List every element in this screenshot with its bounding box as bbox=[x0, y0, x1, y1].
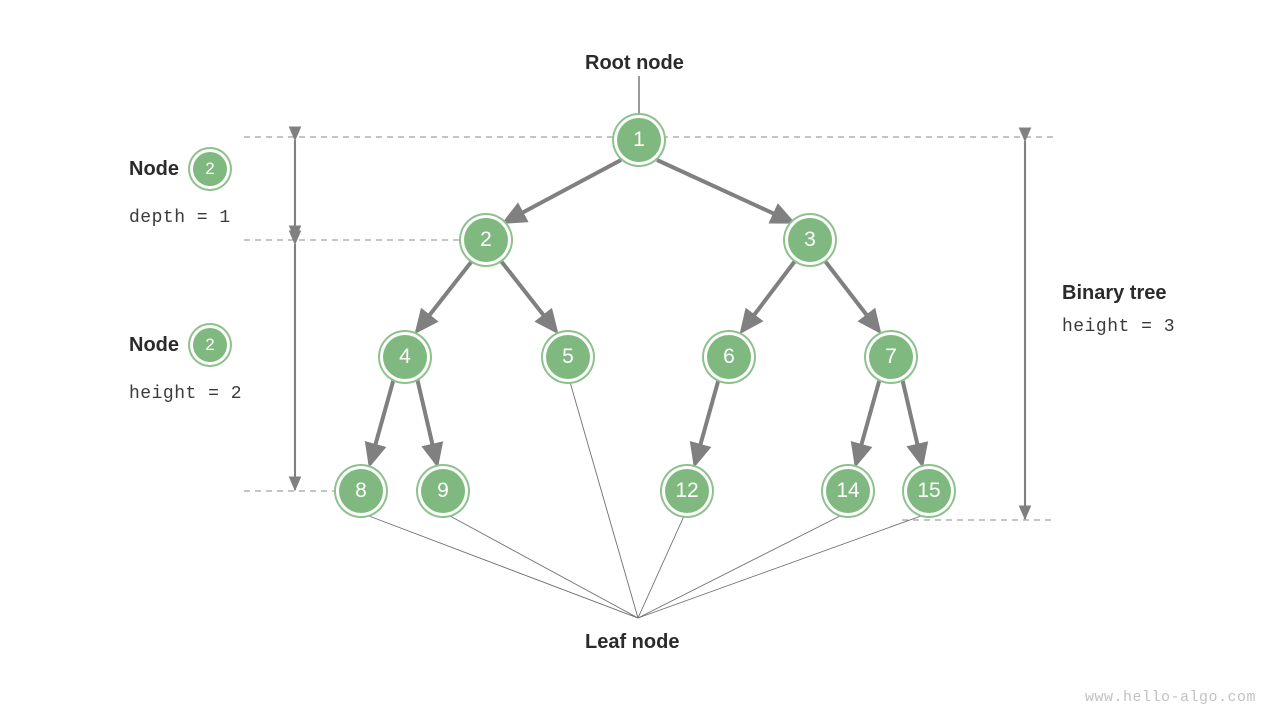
edge-4-9 bbox=[415, 377, 444, 468]
tree-node-4[interactable]: 4 bbox=[383, 335, 427, 379]
measure-arrows bbox=[288, 126, 1032, 521]
node-height-annotation-title: Node bbox=[129, 333, 179, 356]
depth-annotation: Node 2 bbox=[129, 152, 227, 186]
edge-4-8 bbox=[364, 377, 396, 468]
edge-3-6 bbox=[739, 259, 797, 335]
leaf-leader-9 bbox=[449, 515, 639, 619]
leaf-leader-12 bbox=[637, 515, 685, 619]
leaf-leader-5 bbox=[569, 381, 639, 619]
tree-node-15[interactable]: 15 bbox=[907, 469, 951, 513]
leaf-leader-14 bbox=[637, 515, 841, 619]
edge-6-12 bbox=[689, 377, 721, 468]
edge-1-3 bbox=[656, 158, 796, 224]
depth-annotation-formula: depth = 1 bbox=[129, 208, 231, 228]
tree-node-1[interactable]: 1 bbox=[617, 118, 661, 162]
edge-7-15 bbox=[900, 377, 929, 468]
tree-height-annotation-title: Binary tree bbox=[1062, 282, 1167, 304]
edge-7-14 bbox=[850, 377, 882, 468]
tree-node-8[interactable]: 8 bbox=[339, 469, 383, 513]
tree-node-2[interactable]: 2 bbox=[464, 218, 508, 262]
tree-node-9[interactable]: 9 bbox=[421, 469, 465, 513]
tree-node-12[interactable]: 12 bbox=[665, 469, 709, 513]
depth-annotation-title: Node bbox=[129, 157, 179, 180]
tree-node-7[interactable]: 7 bbox=[869, 335, 913, 379]
leaf-leader-lines bbox=[368, 381, 922, 619]
tree-node-5[interactable]: 5 bbox=[546, 335, 590, 379]
node-height-annotation: Node 2 bbox=[129, 328, 227, 362]
tree-node-3[interactable]: 3 bbox=[788, 218, 832, 262]
tree-edges bbox=[364, 158, 929, 468]
leaf-leader-8 bbox=[368, 515, 639, 619]
node-height-annotation-node-badge: 2 bbox=[193, 328, 227, 362]
leaf-leader-15 bbox=[637, 515, 922, 619]
leaf-node-label: Leaf node bbox=[585, 631, 680, 653]
root-node-label: Root node bbox=[585, 52, 684, 74]
watermark: www.hello-algo.com bbox=[1084, 689, 1256, 706]
edge-3-7 bbox=[823, 259, 882, 335]
tree-node-6[interactable]: 6 bbox=[707, 335, 751, 379]
level-guide-lines bbox=[244, 136, 1056, 521]
edge-2-5 bbox=[499, 259, 559, 335]
tree-height-annotation-formula: height = 3 bbox=[1062, 317, 1176, 337]
node-height-annotation-formula: height = 2 bbox=[129, 384, 243, 404]
tree-node-14[interactable]: 14 bbox=[826, 469, 870, 513]
edge-1-2 bbox=[501, 158, 622, 224]
depth-annotation-node-badge: 2 bbox=[193, 152, 227, 186]
edge-2-4 bbox=[414, 259, 474, 335]
